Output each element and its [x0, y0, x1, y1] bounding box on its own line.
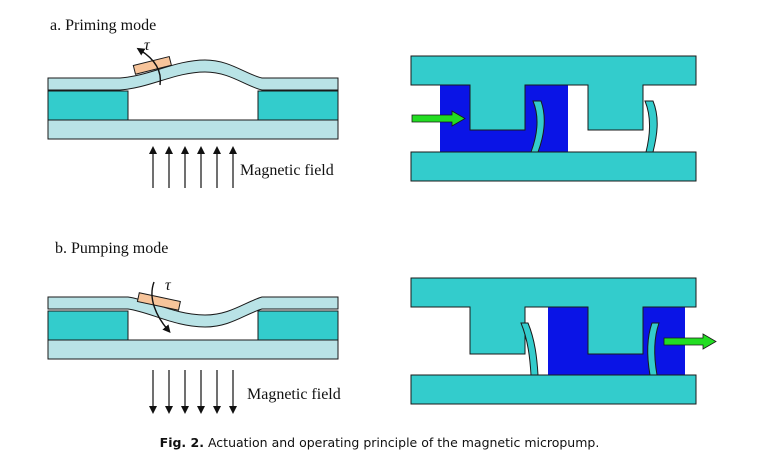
left-spacer-block	[47, 90, 129, 121]
outlet-valve-flap	[647, 322, 660, 376]
bottom-substrate	[47, 119, 339, 140]
panel-b-title: b. Pumping mode	[55, 240, 168, 257]
priming-pump-cross-section: τ	[47, 37, 339, 140]
figure-caption: Fig. 2. Actuation and operating principl…	[0, 435, 759, 450]
membrane-raised	[47, 59, 339, 91]
right-spacer-block	[257, 310, 339, 341]
panel-b: b. Pumping mode τ Magnetic field	[47, 240, 717, 414]
right-arrow-icon	[411, 110, 466, 127]
magnetic-field-arrows-down	[149, 370, 237, 414]
left-spacer-block	[47, 310, 129, 341]
inlet-valve-flap	[520, 322, 539, 376]
bottom-housing	[410, 374, 697, 405]
magnet-block	[136, 292, 181, 311]
top-housing	[410, 55, 697, 131]
panel-a: a. Priming mode τ Magnetic field	[47, 17, 697, 188]
caption-text: Actuation and operating principle of the…	[207, 435, 600, 450]
magnetic-field-label: Magnetic field	[247, 386, 341, 403]
right-arrow-icon	[663, 333, 717, 350]
curved-arrow-icon	[136, 47, 162, 86]
top-housing	[410, 277, 697, 355]
pumping-pump-cross-section: τ	[47, 277, 339, 360]
magnet-block	[132, 55, 173, 75]
torque-symbol: τ	[144, 37, 151, 54]
magnetic-field-arrows-up	[149, 146, 237, 188]
panel-a-title: a. Priming mode	[50, 17, 156, 34]
magnetic-field-label: Magnetic field	[240, 162, 334, 179]
bottom-substrate	[47, 339, 339, 360]
torque-symbol: τ	[165, 277, 172, 294]
membrane-lowered	[47, 296, 339, 328]
inlet-valve-flap	[530, 100, 545, 153]
outlet-valve-flap	[644, 100, 658, 153]
bottom-housing	[410, 151, 697, 182]
pumping-valve-diagram	[410, 277, 717, 405]
priming-valve-diagram	[410, 55, 697, 182]
right-spacer-block	[257, 90, 339, 121]
curved-arrow-icon	[151, 281, 171, 334]
figure-ref: Fig. 2.	[159, 435, 204, 450]
